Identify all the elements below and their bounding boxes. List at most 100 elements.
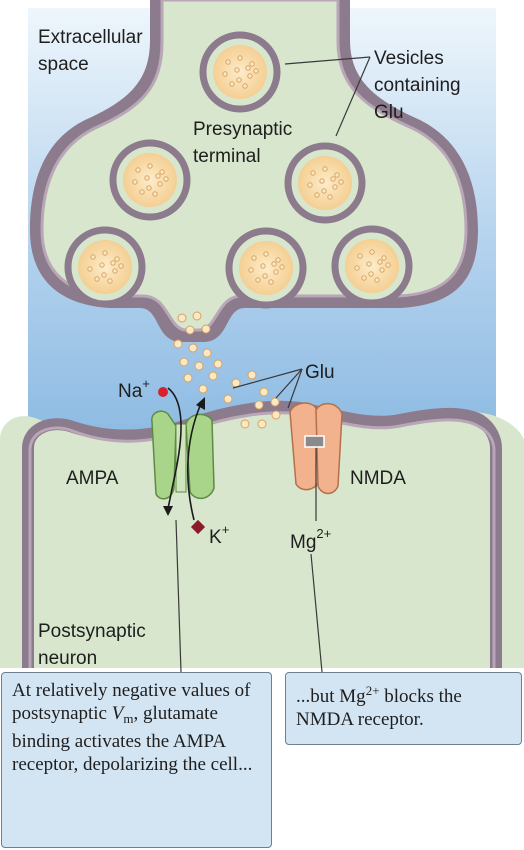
sodium-label: Na+ [118,376,150,402]
glutamate-dot [275,257,281,263]
glutamate-dot [369,249,375,255]
glutamate-molecule [270,397,280,407]
glutamate-molecule [240,419,250,429]
glutamate-molecule [183,373,193,383]
nmda-callout: ...but Mg2+ blocks the NMDA receptor. [285,672,522,745]
potassium-ion [190,519,206,535]
postsynaptic-label-line1: Postsynaptic [38,621,146,642]
glutamate-dot [271,261,277,267]
glutamate-dot [251,255,257,261]
glutamate-dot [322,166,328,172]
released-glutamate [173,311,281,429]
ampa-callout-text-2: , glutamate binding activates the AMPA r… [12,703,253,775]
glutamate-dot [327,194,333,200]
glutamate-dot [260,263,266,269]
glutamate-dot [262,273,268,279]
vesicle-group [64,31,413,309]
ampa-callout: At relatively negative values of postsyn… [1,672,272,848]
glutamate-dot [321,188,327,194]
glutamate-molecule [223,394,233,404]
glutamate-dot [118,263,124,269]
glutamate-dot [377,259,383,265]
glu-label: Glu [305,362,335,383]
ampa-callout-vm-sub: m [123,711,134,726]
glutamate-dot [374,277,380,283]
glutamate-dot [319,178,325,184]
glutamate-dot [107,278,113,284]
nmda-callout-text-1: ...but Mg [296,686,366,707]
glutamate-dot [152,191,158,197]
vesicle [225,227,307,309]
glutamate-dot [247,73,253,79]
glutamate-molecule [198,384,208,394]
glutamate-dot [222,71,228,77]
nmda-label: NMDA [350,468,406,489]
glutamate-dot [379,267,385,273]
glutamate-molecule [179,357,189,367]
glutamate-dot [354,265,360,271]
ampa-receptor [151,410,215,500]
glutamate-dot [110,260,116,266]
vesicle [284,142,366,224]
glutamate-dot [338,179,344,185]
glutamate-dot [255,277,261,283]
extracellular-label-line1: Extracellular [38,27,143,48]
glutamate-dot [334,172,340,178]
ampa-label: AMPA [66,468,119,489]
glutamate-molecule [257,419,267,429]
glutamate-dot [132,179,138,185]
presynaptic-label-line1: Presynaptic [193,119,292,140]
magnesium-label: Mg2+ [290,526,331,553]
glutamate-dot [94,276,100,282]
vesicles-label-line1: Vesicles [374,48,444,69]
glutamate-dot [385,262,391,268]
glutamate-molecule [208,371,218,381]
nmda-receptor [289,402,343,495]
mg-block [304,435,325,448]
glutamate-dot [237,55,243,61]
glutamate-molecule [202,348,212,358]
glutamate-dot [357,253,363,259]
callout-leaders [175,448,323,673]
extracellular-label-line2: space [38,54,89,75]
glutamate-dot [330,176,336,182]
nmda-callout-text-2: blocks the NMDA receptor. [296,686,462,730]
ampa-callout-vm: V [111,703,124,724]
glutamate-dot [279,264,285,270]
nmda-callout-sup: 2+ [365,683,380,698]
glutamate-dot [236,77,242,83]
glutamate-molecule [271,410,281,420]
glutamate-dot [159,169,165,175]
glutamate-dot [157,181,163,187]
glutamate-dot [263,251,269,257]
glutamate-molecule [173,339,183,349]
vesicle-glutamate [87,55,391,285]
vesicle [109,139,191,221]
potassium-label: K+ [209,522,229,548]
vesicle [199,31,281,113]
glutamate-dot [144,175,150,181]
glutamate-molecule [201,324,211,334]
glutamate-dot [135,167,141,173]
glutamate-dot [268,279,274,285]
vesicle [331,225,413,307]
glutamate-dot [102,250,108,256]
glutamate-dot [99,262,105,268]
pointer-lines [232,56,371,409]
glutamate-dot [139,189,145,195]
glutamate-dot [90,254,96,260]
glutamate-molecule [194,361,204,371]
glutamate-dot [310,170,316,176]
glutamate-dot [381,255,387,261]
glutamate-molecule [192,311,202,321]
glutamate-molecule [177,313,187,323]
glutamate-dot [114,256,120,262]
glutamate-dot [368,271,374,277]
glutamate-molecule [188,343,198,353]
glutamate-molecule [213,359,223,369]
glutamate-dot [332,184,338,190]
presynaptic-label-line2: terminal [193,146,261,167]
ampa-callout-text-1: At relatively negative values of postsyn… [12,680,251,724]
glutamate-dot [314,192,320,198]
